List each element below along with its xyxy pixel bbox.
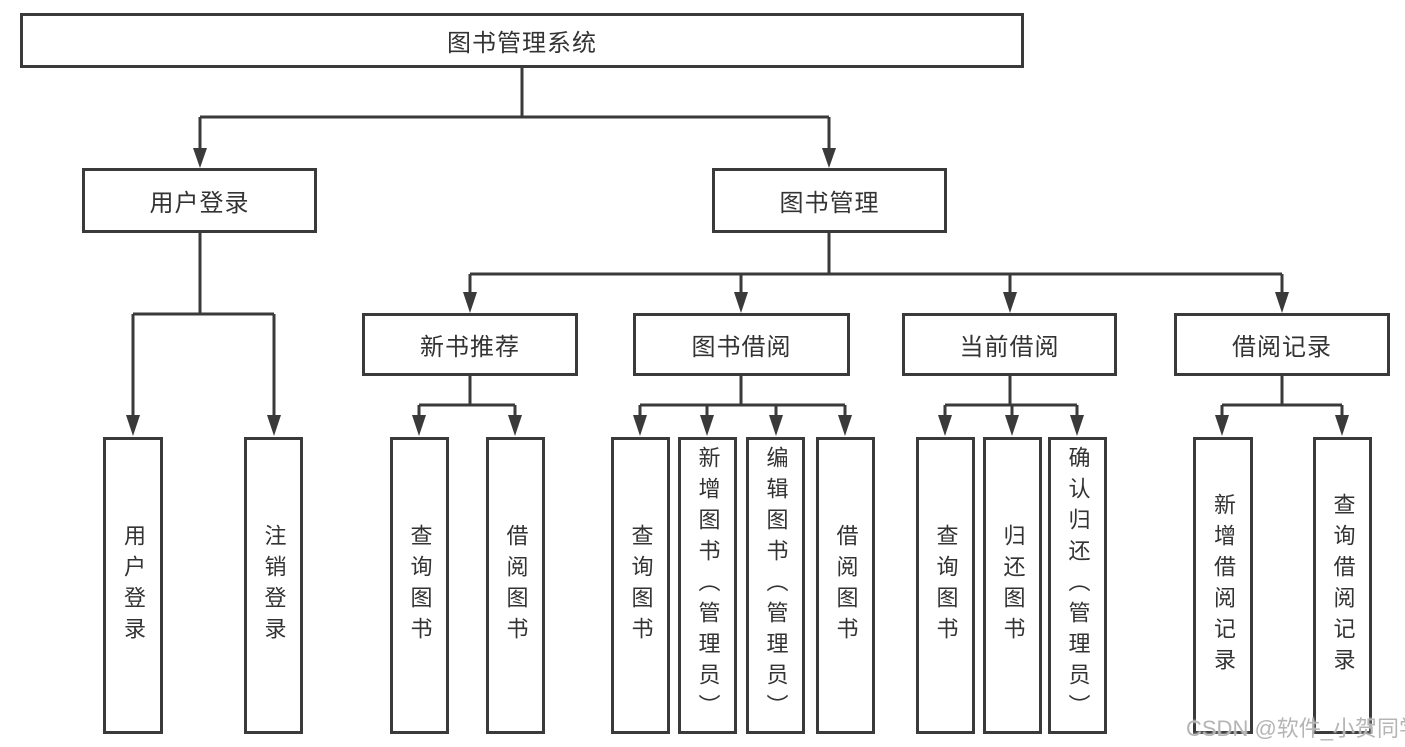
- node-root-label: 图书管理系统: [447, 30, 597, 57]
- leaf-confirm-return-admin-label: 确认归还（管理员）: [1065, 446, 1091, 725]
- leaf-borrow-books-recommend: 借阅图书: [486, 437, 545, 734]
- arrowhead: [463, 292, 477, 313]
- leaf-edit-book-admin: 编辑图书（管理员）: [746, 437, 805, 734]
- connector-root-to-level2: [198, 68, 831, 150]
- node-user-login: 用户登录: [82, 168, 317, 233]
- leaf-user-login-label: 用户登录: [121, 523, 146, 648]
- leaf-user-login: 用户登录: [103, 437, 163, 734]
- leaf-add-borrow-record-label: 新增借阅记录: [1211, 492, 1236, 679]
- node-new-book-recommend-label: 新书推荐: [420, 334, 520, 361]
- connector-records-to-leaves: [1220, 376, 1344, 418]
- leaf-confirm-return-admin: 确认归还（管理员）: [1048, 437, 1107, 734]
- leaf-add-book-admin-label: 新增图书（管理员）: [695, 446, 721, 725]
- arrowhead: [1215, 415, 1229, 436]
- arrowhead: [700, 415, 714, 436]
- leaf-query-books-current: 查询图书: [916, 437, 975, 734]
- leaf-edit-book-admin-label: 编辑图书（管理员）: [763, 446, 789, 725]
- leaf-query-books-borrow-label: 查询图书: [628, 523, 654, 648]
- node-current-borrow-label: 当前借阅: [959, 334, 1060, 361]
- arrowhead: [267, 415, 281, 436]
- leaf-return-book: 归还图书: [983, 437, 1042, 734]
- arrowhead: [1335, 415, 1349, 436]
- node-borrow-records: 借阅记录: [1174, 313, 1390, 376]
- connector-current-to-leaves: [943, 376, 1079, 418]
- node-book-borrow: 图书借阅: [633, 313, 850, 376]
- leaf-logout: 注销登录: [244, 437, 303, 734]
- arrowhead: [769, 415, 783, 436]
- node-borrow-records-label: 借阅记录: [1232, 334, 1332, 361]
- leaf-query-borrow-record: 查询借阅记录: [1313, 437, 1372, 734]
- arrowhead: [1070, 415, 1084, 436]
- arrowhead: [633, 415, 647, 436]
- node-book-borrow-label: 图书借阅: [691, 334, 792, 361]
- leaf-borrow-books-2: 借阅图书: [816, 437, 875, 734]
- leaf-return-book-label: 归还图书: [1000, 523, 1026, 648]
- arrowhead: [1003, 292, 1017, 313]
- leaf-add-book-admin: 新增图书（管理员）: [678, 437, 737, 734]
- leaf-query-books-recommend-label: 查询图书: [407, 523, 433, 648]
- arrowhead: [838, 415, 852, 436]
- csdn-watermark: CSDN @软件_小贺同学: [1186, 716, 1405, 741]
- arrowhead: [193, 148, 207, 168]
- node-user-login-label: 用户登录: [149, 190, 250, 217]
- connector-userlogin-to-leaves: [131, 233, 276, 418]
- leaf-query-books-current-label: 查询图书: [933, 523, 959, 648]
- node-root: 图书管理系统: [20, 13, 1024, 68]
- connector-bookmgmt-to-level3: [468, 233, 1284, 294]
- node-book-management-label: 图书管理: [779, 190, 880, 217]
- leaf-borrow-books-2-label: 借阅图书: [833, 523, 859, 648]
- leaf-logout-label: 注销登录: [261, 523, 287, 648]
- connector-recommend-to-leaves: [417, 376, 517, 418]
- arrowhead: [1275, 292, 1289, 313]
- leaf-add-borrow-record: 新增借阅记录: [1193, 437, 1253, 734]
- node-new-book-recommend: 新书推荐: [362, 313, 578, 376]
- connector-borrowmgmt-to-leaves: [638, 376, 847, 418]
- node-book-management: 图书管理: [712, 168, 947, 233]
- arrowhead: [938, 415, 952, 436]
- leaf-query-borrow-record-label: 查询借阅记录: [1330, 492, 1356, 679]
- leaf-borrow-books-recommend-label: 借阅图书: [503, 523, 529, 648]
- arrowhead: [1005, 415, 1019, 436]
- arrowheads: [126, 148, 1349, 436]
- arrowhead: [412, 415, 426, 436]
- arrowhead: [126, 415, 140, 436]
- arrowhead: [734, 292, 748, 313]
- arrowhead: [508, 415, 522, 436]
- node-current-borrow: 当前借阅: [902, 313, 1117, 376]
- leaf-query-books-borrow: 查询图书: [611, 437, 670, 734]
- arrowhead: [822, 148, 836, 168]
- leaf-query-books-recommend: 查询图书: [390, 437, 449, 734]
